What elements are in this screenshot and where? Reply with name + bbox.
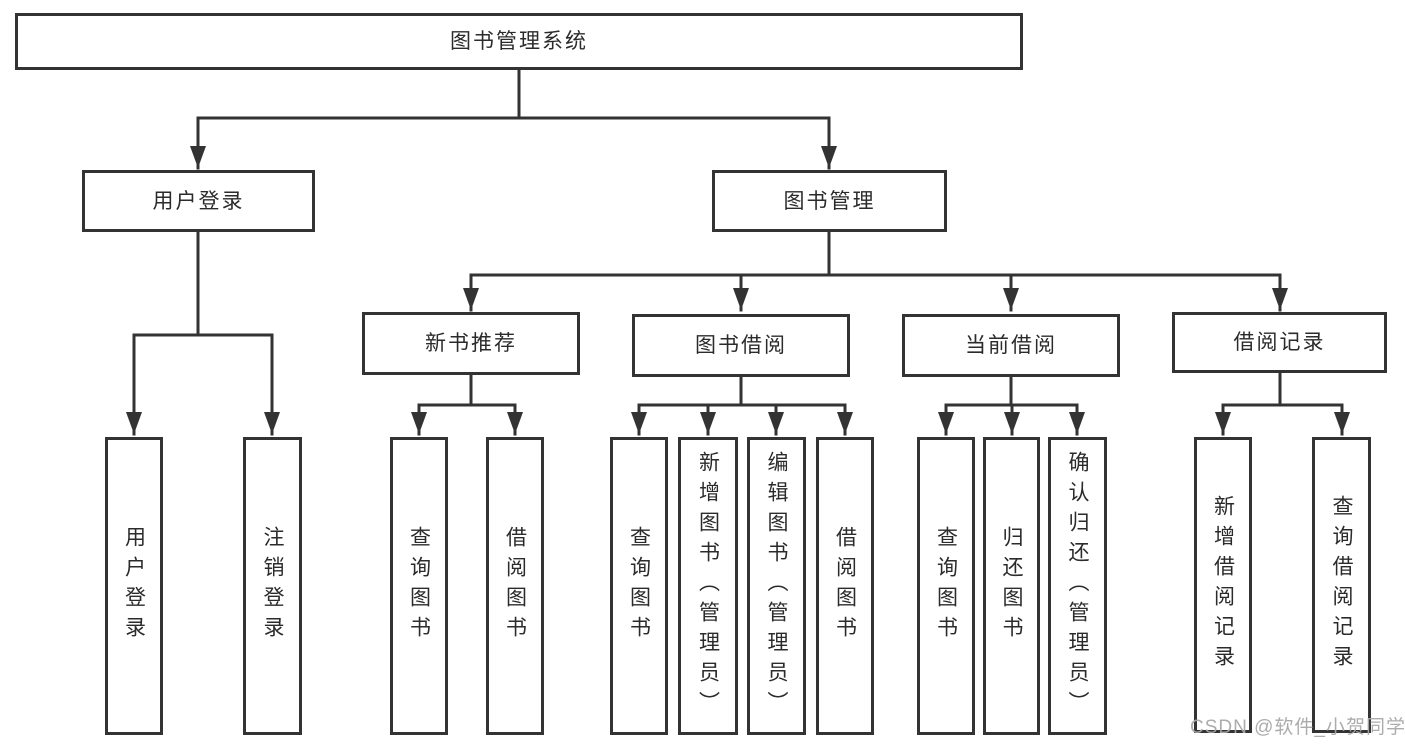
node-leaf-bb-edit-label: 编辑图书（管理员） — [765, 451, 788, 721]
csdn-watermark: CSDN @软件_小贺同学 — [1190, 717, 1405, 738]
node-leaf-cb-confirm: 确认归还（管理员） — [1048, 437, 1107, 735]
node-leaf-br-add-label: 新增借阅记录 — [1211, 495, 1235, 675]
node-root: 图书管理系统 — [15, 13, 1023, 70]
node-new-book-rec: 新书推荐 — [362, 312, 580, 375]
node-leaf-bb-borrow-label: 借阅图书 — [833, 526, 857, 646]
connector-user-login-trunk — [132, 230, 274, 337]
node-root-label: 图书管理系统 — [450, 30, 588, 53]
node-leaf-cb-query: 查询图书 — [917, 437, 975, 735]
node-leaf-cb-return: 归还图书 — [983, 437, 1040, 735]
node-leaf-bb-add: 新增图书（管理员） — [678, 437, 738, 735]
node-leaf-nb-query-label: 查询图书 — [407, 526, 431, 646]
node-leaf-login-label: 用户登录 — [122, 526, 146, 646]
node-leaf-logout-label: 注销登录 — [261, 526, 284, 646]
node-borrow-record-label: 借阅记录 — [1233, 331, 1326, 354]
node-user-login-label: 用户登录 — [152, 189, 245, 213]
node-book-mgmt-label: 图书管理 — [783, 189, 876, 213]
connector-new-book-rec-trunk — [417, 373, 517, 407]
connector-current-borrow-trunk — [944, 375, 1079, 407]
node-leaf-bb-add-label: 新增图书（管理员） — [696, 451, 720, 721]
node-book-borrow-label: 图书借阅 — [695, 334, 787, 357]
node-leaf-login: 用户登录 — [105, 437, 163, 735]
node-current-borrow: 当前借阅 — [902, 314, 1120, 377]
node-book-borrow: 图书借阅 — [632, 314, 850, 377]
connector-root-trunk — [196, 67, 831, 120]
node-leaf-bb-edit: 编辑图书（管理员） — [747, 437, 806, 735]
node-leaf-cb-query-label: 查询图书 — [934, 526, 958, 646]
node-book-mgmt: 图书管理 — [712, 170, 947, 232]
node-leaf-br-query-label: 查询借阅记录 — [1330, 495, 1353, 675]
node-current-borrow-label: 当前借阅 — [965, 334, 1057, 357]
connector-book-borrow-trunk — [637, 375, 847, 407]
node-borrow-record: 借阅记录 — [1172, 312, 1387, 373]
node-leaf-cb-confirm-label: 确认归还（管理员） — [1066, 451, 1089, 721]
node-leaf-bb-borrow: 借阅图书 — [816, 437, 874, 735]
node-leaf-nb-borrow-label: 借阅图书 — [503, 526, 527, 646]
node-leaf-cb-return-label: 归还图书 — [1000, 526, 1023, 646]
connector-borrow-record-trunk — [1221, 371, 1344, 407]
node-user-login: 用户登录 — [82, 170, 315, 232]
node-leaf-br-add: 新增借阅记录 — [1194, 437, 1252, 733]
node-leaf-nb-borrow: 借阅图书 — [486, 437, 544, 735]
node-new-book-rec-label: 新书推荐 — [425, 332, 517, 355]
connector-book-mgmt-trunk — [469, 230, 1282, 277]
node-leaf-bb-query-label: 查询图书 — [627, 526, 651, 646]
node-leaf-br-query: 查询借阅记录 — [1312, 437, 1371, 733]
node-leaf-bb-query: 查询图书 — [610, 437, 668, 735]
node-leaf-logout: 注销登录 — [243, 437, 302, 735]
node-leaf-nb-query: 查询图书 — [390, 437, 448, 735]
